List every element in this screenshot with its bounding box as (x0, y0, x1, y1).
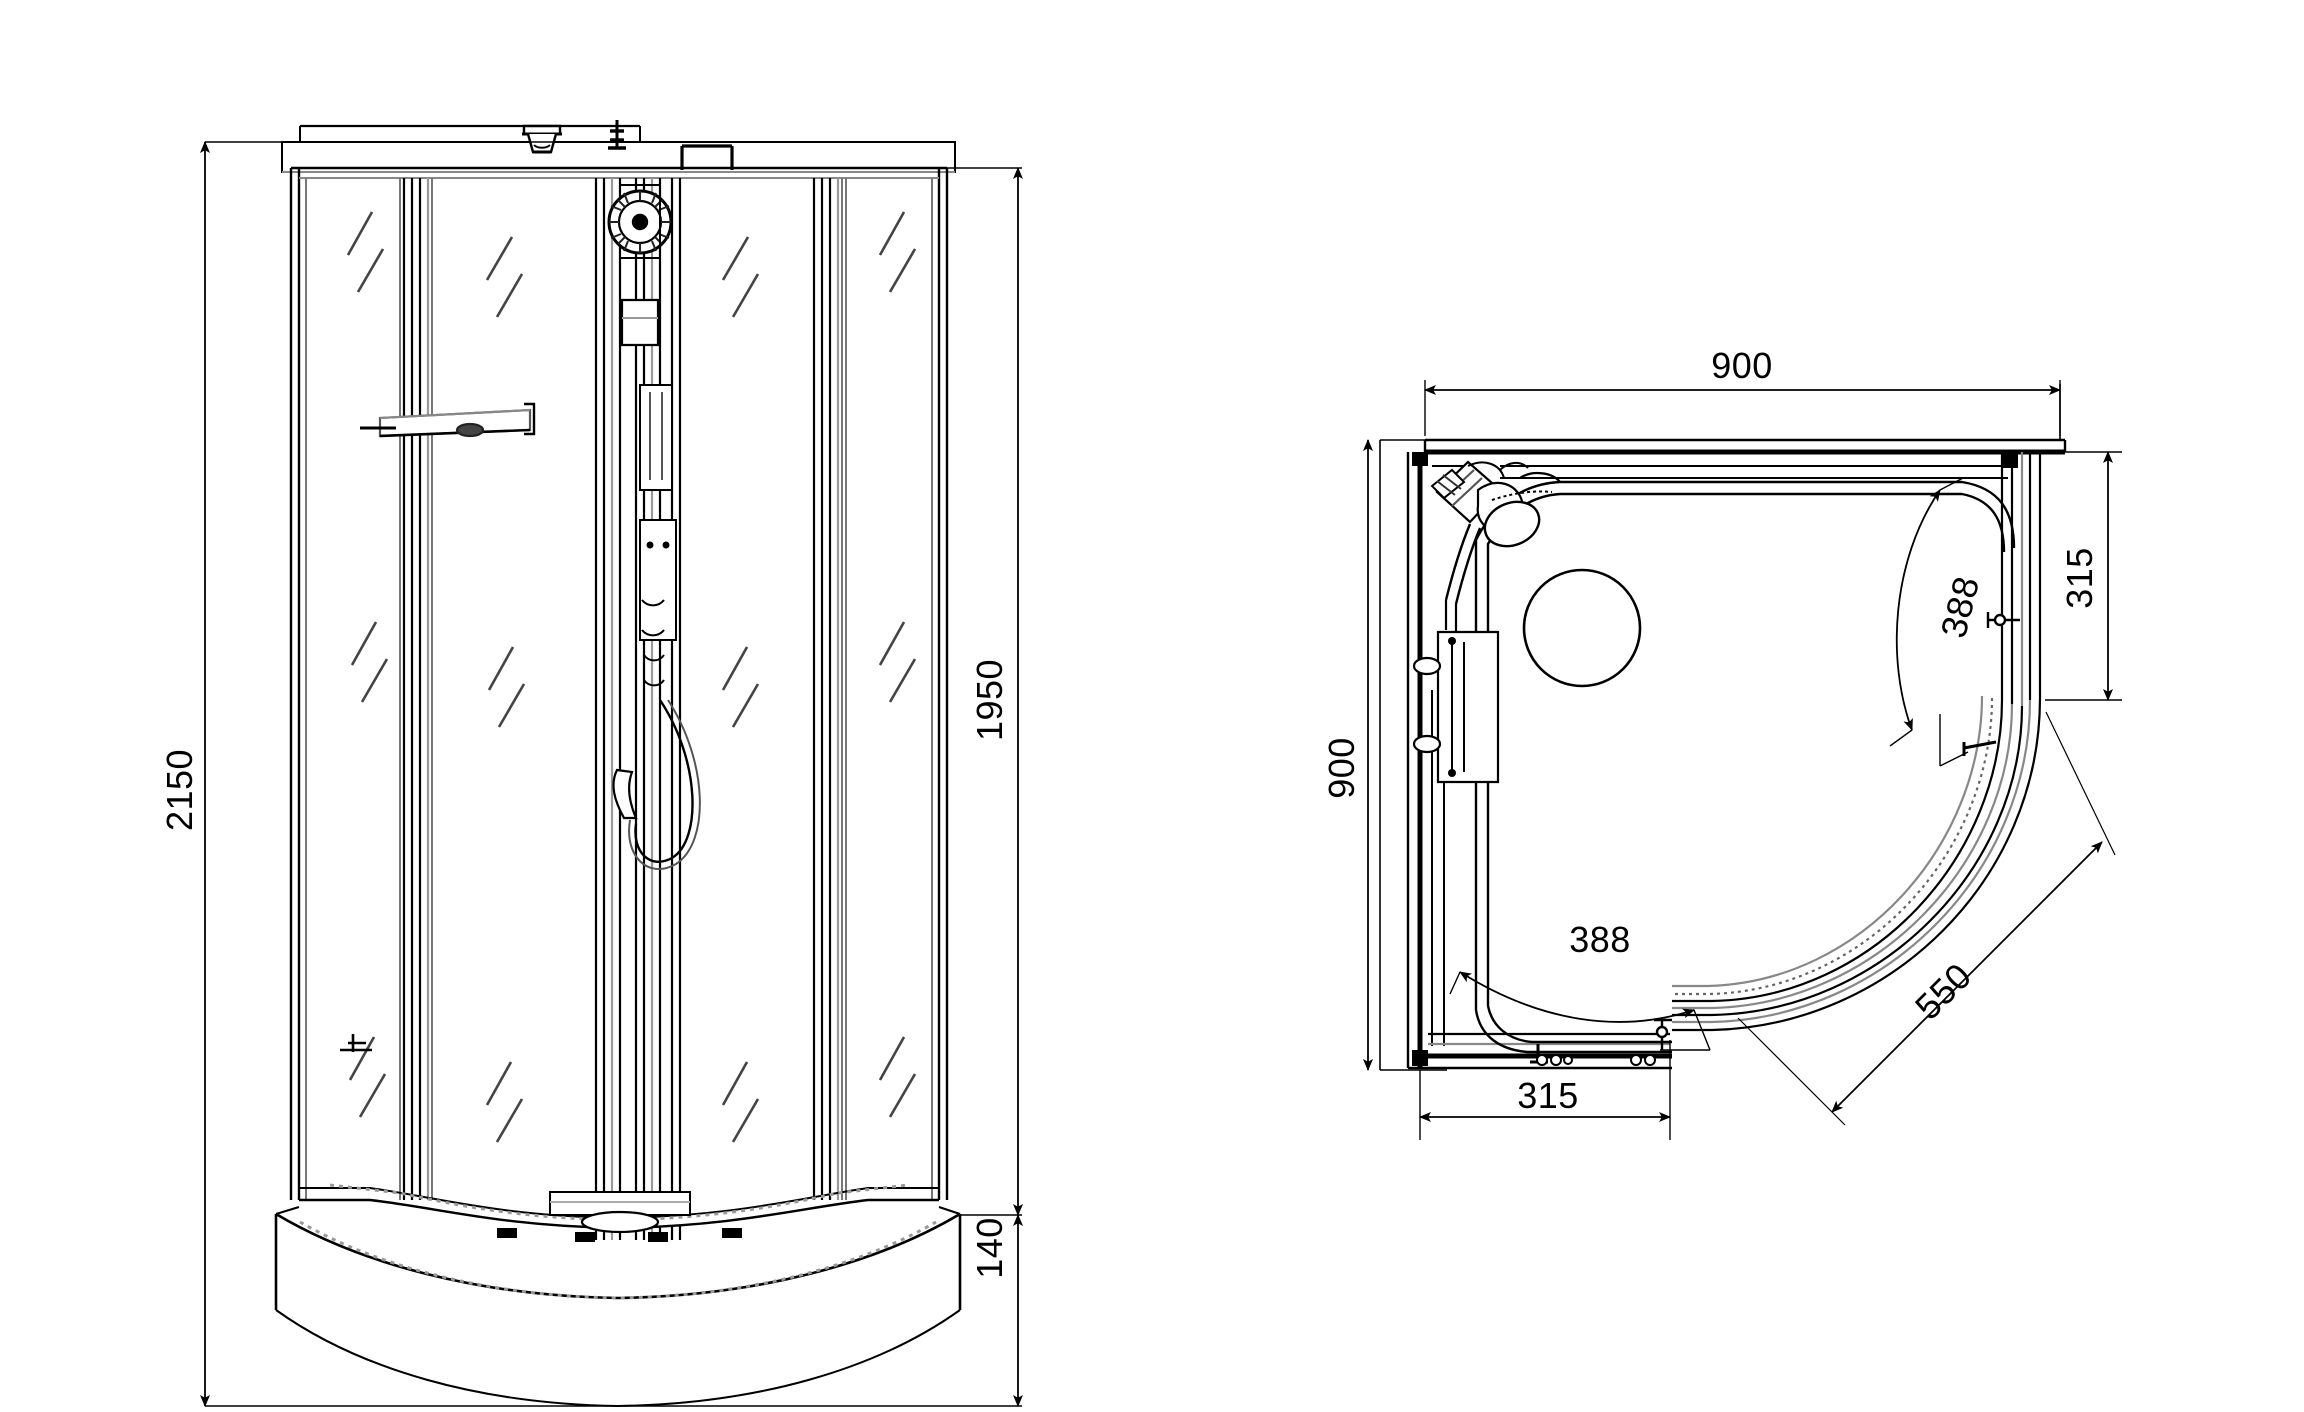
dim-label-side-panel-bottom: 315 (1517, 1075, 1579, 1116)
glass-panel-right (845, 178, 933, 1200)
glass-reflection-hatch (485, 236, 526, 1143)
dimension-door-opening-bottom (1449, 971, 1711, 1051)
plan-handle-bottom (1530, 1018, 1672, 1064)
plan-curved-door-track (1672, 695, 2042, 1032)
glass-reflection-hatch (721, 236, 760, 1143)
control-knobs (639, 519, 677, 687)
dim-label-door-opening-bottom: 388 (1569, 919, 1631, 960)
dimension-side-panel-bottom (1419, 1040, 1671, 1140)
corner-shelf (360, 402, 536, 438)
dimension-door-opening-right (1889, 477, 1969, 767)
shelf-bracket-lower-icon (340, 1034, 372, 1052)
control-panel (639, 384, 673, 491)
riser-bracket (620, 184, 661, 347)
shower-tray-body (274, 1206, 962, 1408)
dimension-overall-height (200, 141, 960, 1407)
dim-label-plan-width: 900 (1711, 345, 1773, 386)
dim-label-tray-height: 140 (969, 1217, 1010, 1279)
back-wall-left (1406, 452, 1423, 1070)
hand-shower-hose (628, 699, 701, 870)
sliding-door-left (431, 178, 526, 1200)
dim-label-side-panel-right: 315 (2059, 547, 2100, 609)
riser-column (594, 178, 682, 1240)
dimension-plan-width (1424, 380, 2061, 436)
back-wall-top (1423, 438, 2067, 455)
tray-drain (497, 1191, 742, 1242)
glass-reflection-hatch (346, 211, 389, 1118)
extractor-fan-icon (522, 124, 562, 154)
plan-inner-track-top (1432, 465, 2008, 479)
dim-label-plan-depth: 900 (1321, 737, 1362, 799)
dim-label-cabin-height: 1950 (969, 659, 1010, 741)
front-elevation-view (200, 120, 1023, 1408)
plan-rollers (1536, 1054, 1656, 1066)
cabin-frame (289, 166, 949, 1200)
shower-head (607, 189, 673, 255)
dimension-side-panel-right (2045, 451, 2122, 701)
glass-panel-left (305, 178, 401, 1200)
plan-mixer-assembly (1430, 460, 1561, 632)
glass-reflection-hatch (878, 211, 917, 1118)
dimension-cabin-height (947, 167, 1023, 1216)
roof-panel (281, 124, 956, 173)
dimension-radius-diagonal (1737, 711, 2116, 1126)
plan-side-panel-right (2000, 452, 2042, 706)
dim-label-door-opening-right: 388 (1933, 572, 1988, 642)
dim-label-overall-height: 2150 (159, 749, 200, 831)
roof-light-bracket-icon (680, 144, 734, 170)
dim-label-radius-diagonal: 550 (1907, 955, 1980, 1028)
dimension-tray-height (960, 1214, 1023, 1407)
door-stile-left (402, 178, 430, 1200)
door-stile-right (812, 178, 840, 1200)
plan-side-panel-bottom (1428, 1032, 1670, 1058)
plan-view (1363, 380, 2122, 1140)
hand-shower-handset (612, 768, 638, 820)
plan-inner-door-panel (1474, 480, 2016, 1054)
plan-drain-circle (1522, 568, 1642, 688)
plan-control-panel (1412, 630, 1500, 784)
sliding-door-right (721, 178, 843, 1200)
roof-post-icon (608, 120, 626, 150)
plan-corner-posts (1412, 452, 2018, 1066)
